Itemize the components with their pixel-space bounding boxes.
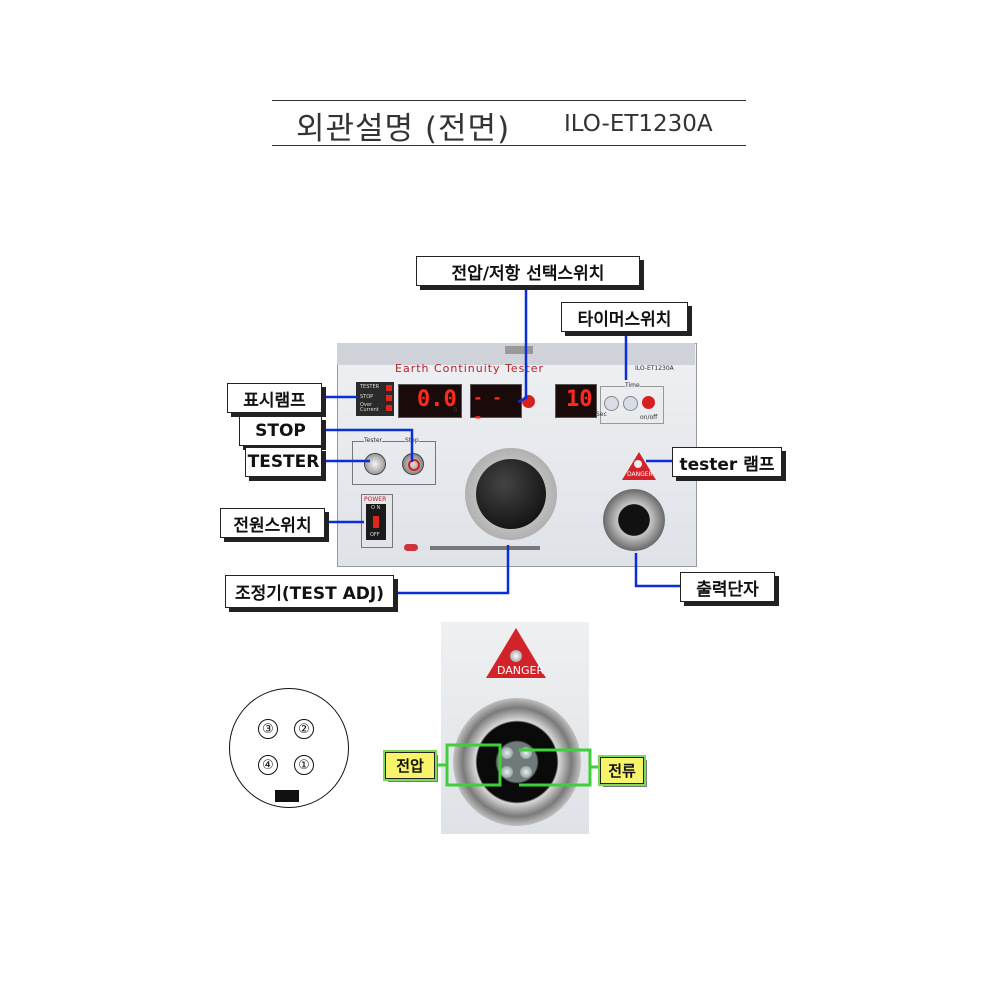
timer-display-value: 10	[566, 387, 593, 412]
time-label: Time	[625, 382, 640, 389]
photo-danger-label: DANGER	[497, 664, 545, 677]
photo-pin-4	[501, 766, 513, 778]
tester-button[interactable]	[364, 453, 386, 475]
callout-adjuster: 조정기(TEST ADJ)	[225, 575, 394, 608]
sec-label: Sec	[596, 411, 607, 418]
led-label-tester: TESTER	[360, 384, 380, 390]
maker-text-strip	[430, 546, 540, 550]
callout-timer-switch: 타이머스위치	[561, 302, 688, 332]
device-top-edge	[337, 343, 695, 365]
pin-2: ②	[294, 719, 314, 739]
tester-stop-group	[352, 441, 436, 485]
callout-tester: TESTER	[245, 447, 322, 477]
timer-sec-button[interactable]	[604, 396, 619, 411]
over-current-led	[386, 405, 392, 411]
current-display: 0.0	[398, 384, 462, 418]
callout-voltage-resistance-switch: 전압/저항 선택스위치	[416, 256, 640, 286]
callout-output-terminal: 출력단자	[680, 572, 775, 602]
leader-output	[634, 553, 680, 588]
photo-pin-1	[520, 766, 532, 778]
stop-led	[386, 395, 392, 401]
device-handle	[505, 346, 533, 354]
pinout-key-notch	[275, 790, 299, 802]
timer-up-button[interactable]	[623, 396, 638, 411]
resistance-display: - - -	[470, 384, 522, 426]
pin-3: ③	[258, 719, 278, 739]
power-switch[interactable]: O N OFF	[366, 504, 386, 540]
brand-logo	[404, 544, 418, 551]
leader-stop	[320, 428, 414, 462]
pin-1: ①	[294, 755, 314, 775]
current-unit: A	[453, 406, 458, 414]
current-display-value: 0.0	[417, 387, 457, 412]
power-rocker	[373, 516, 379, 528]
resistance-display-value: - - -	[473, 388, 502, 426]
page-title: 외관설명 (전면) ILO-ET1230A	[272, 100, 746, 147]
current-label: 전류	[598, 755, 646, 786]
test-adj-knob[interactable]	[476, 459, 546, 529]
pin-4: ④	[258, 755, 278, 775]
device-title: Earth Continuity Tester	[395, 362, 545, 375]
power-on-label: O N	[371, 505, 381, 511]
onoff-label: on/off	[640, 414, 658, 421]
danger-label: DANGER	[627, 471, 653, 478]
voltage-highlight-box	[436, 743, 502, 787]
device-model: ILO-ET1230A	[635, 365, 674, 372]
led-label-over-current: Over Current	[360, 402, 379, 413]
tester-led	[386, 385, 392, 391]
power-off-label: OFF	[370, 532, 380, 538]
timer-display: 10	[555, 384, 597, 418]
callout-power-switch: 전원스위치	[220, 508, 325, 538]
output-terminal[interactable]	[603, 489, 665, 551]
callout-stop: STOP	[239, 416, 322, 446]
led-label-stop: STOP	[360, 394, 374, 400]
current-highlight-box	[519, 748, 592, 787]
callout-indicator-lamp: 표시램프	[227, 383, 322, 413]
voltage-label: 전압	[383, 750, 437, 781]
pinout-diagram: ③ ② ④ ①	[229, 688, 349, 808]
title-model: ILO-ET1230A	[564, 111, 713, 137]
photo-pin-3	[501, 747, 513, 759]
timer-onoff-button[interactable]	[642, 396, 655, 409]
leader-select-switch	[517, 284, 528, 404]
connector-photo: DANGER	[441, 622, 589, 834]
tester-label: Tester	[364, 437, 382, 444]
title-main: 외관설명 (전면)	[296, 111, 511, 147]
leader-adjuster	[396, 545, 510, 595]
photo-output-terminal	[453, 698, 581, 826]
callout-tester-lamp: tester 램프	[672, 447, 782, 477]
indicator-panel: TESTER STOP Over Current	[356, 382, 394, 416]
power-label: POWER	[364, 496, 387, 503]
stop-button-ring	[408, 459, 420, 471]
photo-tester-lamp	[510, 650, 522, 662]
tester-lamp	[634, 460, 642, 468]
